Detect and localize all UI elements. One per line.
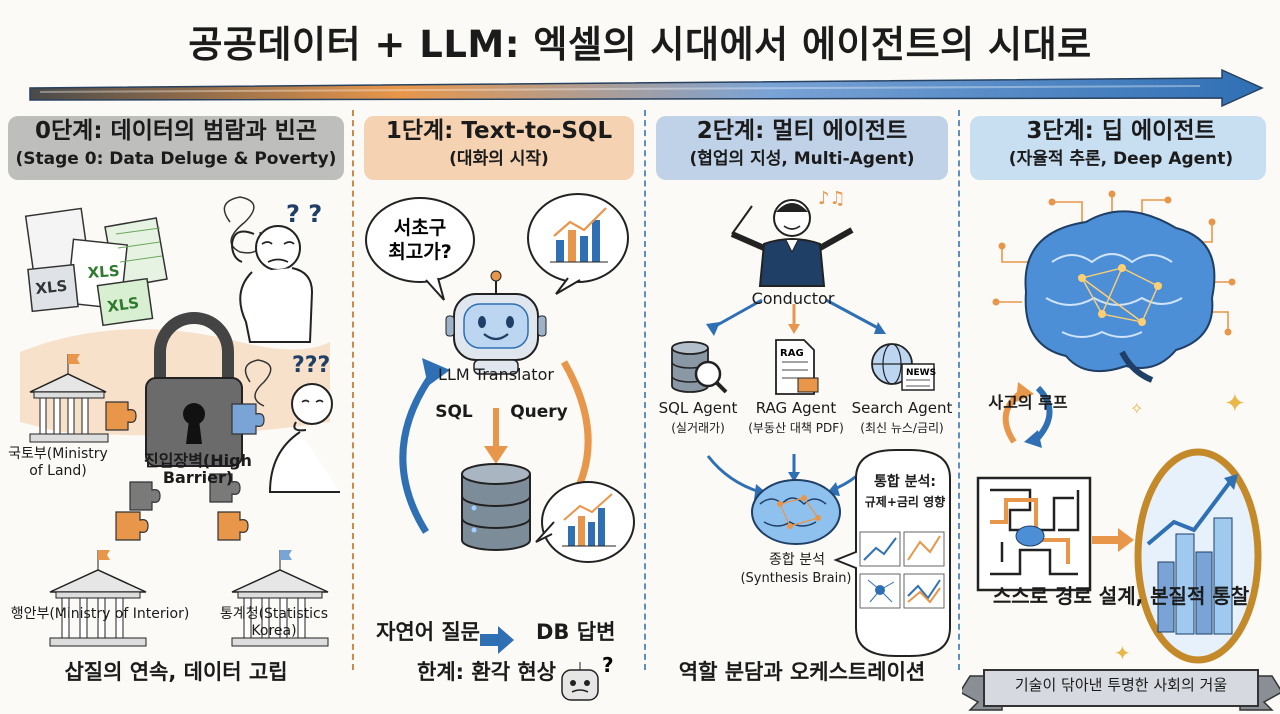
ministry-of-interior-label: 행안부(Ministry of Interior): [10, 606, 190, 622]
stage-divider-2: [644, 110, 646, 670]
analysis-subtitle: 규제+금리 영향: [864, 495, 946, 509]
caption-db-answer: DB 답변: [536, 620, 616, 644]
sql-label: SQL: [435, 402, 473, 422]
sparkle-icon: ✦: [1224, 389, 1246, 419]
right-arrow-icon: [480, 626, 514, 654]
search-agent-desc: (최신 뉴스/금리): [860, 421, 944, 435]
statistics-korea-label: 통계청(Statistics Korea): [219, 606, 329, 639]
synthesis-brain-label-1: 종합 분석: [769, 552, 825, 568]
rag-document-icon: [775, 339, 819, 395]
timeline-arrow: [29, 68, 1264, 108]
spreadsheet-icon: [24, 207, 168, 327]
stage-1-limit: 한계: 환각 현상: [417, 660, 556, 684]
music-note-icon: ♪♫: [818, 188, 846, 209]
query-label: Query: [510, 402, 568, 422]
thinking-person-icon: [268, 383, 340, 493]
rag-agent-name: RAG Agent: [755, 399, 837, 417]
stage-1-subtitle: (대화의 시작): [449, 149, 549, 169]
xls-file-label-3: XLS: [106, 294, 140, 316]
search-agent-name: Search Agent: [851, 399, 953, 417]
stage-2-title: 2단계: 멀티 에이전트: [696, 118, 908, 144]
analysis-title: 통합 분석:: [874, 474, 936, 490]
stage-3-panel: 3단계: 딥 에이전트 (자율적 추론, Deep Agent): [962, 108, 1280, 714]
stage-3-title: 3단계: 딥 에이전트: [1026, 118, 1216, 144]
sql-agent-database-icon: [671, 341, 728, 394]
stage-1-panel: 1단계: Text-to-SQL (대화의 시작) 서초구 최고가?: [356, 108, 642, 714]
ministry-of-interior-building-icon: [49, 550, 147, 647]
question-mark-icon: ? ?: [286, 200, 322, 228]
mirror-icon: [1134, 448, 1262, 664]
maze-icon: [976, 476, 1092, 592]
xls-file-label-1: XLS: [87, 262, 120, 282]
statistics-korea-building-icon: [231, 550, 329, 647]
small-robot-icon: [561, 662, 599, 701]
stage-0-subtitle: (Stage 0: Data Deluge & Poverty): [15, 149, 337, 169]
stage-2-panel: 2단계: 멀티 에이전트 (협업의 지성, Multi-Agent) ♪♫: [648, 108, 956, 714]
banner-text: 기술이 닦아낸 투명한 사회의 거울: [1014, 676, 1228, 694]
globe-news-icon: [871, 343, 935, 391]
stage-2-caption: 역할 분담과 오케스트레이션: [678, 660, 926, 684]
stage-1-title: 1단계: Text-to-SQL: [385, 118, 613, 144]
ministry-of-land-label-line1: 국토부(Ministry: [8, 446, 108, 462]
stage-2-header-bg: [656, 116, 948, 180]
stage-divider-3: [958, 110, 960, 670]
xls-file-label-2: XLS: [35, 277, 69, 298]
rag-agent-desc: (부동산 대책 PDF): [748, 421, 844, 435]
rag-document-label: RAG: [780, 348, 804, 359]
question-marks-icon: ???: [292, 353, 330, 378]
sparkle-icon-2: ✧: [1130, 399, 1143, 418]
confused-person-icon: [230, 225, 314, 343]
conductor-icon: [730, 199, 854, 287]
llm-translator-label: LLM Translator: [438, 365, 554, 384]
stage-2-illustration: ♪♫ RAG: [671, 188, 951, 657]
robot-icon: [445, 270, 547, 375]
ministry-of-land-label-line2: of Land): [29, 463, 87, 479]
caption-natural-question: 자연어 질문: [376, 620, 480, 644]
news-label: NEWS: [906, 368, 936, 378]
stage-3-caption: 스스로 경로 설계, 본질적 통찰: [992, 584, 1250, 608]
high-barrier-label: 진입장벽(High Barrier): [144, 451, 252, 487]
thought-loop-icon: [1002, 382, 1053, 448]
stage-0-illustration: XLS XLS XLS ? ?: [20, 196, 340, 647]
sql-agent-name: SQL Agent: [658, 399, 738, 417]
thought-loop-label: 사고의 루프: [988, 393, 1068, 412]
stage-1-header-bg: [364, 116, 634, 180]
deep-brain-icon: [1024, 210, 1216, 383]
sql-agent-desc: (실거래가): [671, 421, 725, 435]
stage-2-subtitle: (협업의 지성, Multi-Agent): [689, 149, 915, 169]
cycle-arrow-left: [399, 369, 437, 534]
stage-3-header-bg: [970, 116, 1266, 180]
conductor-label: Conductor: [751, 289, 835, 308]
stage-0-header-bg: [8, 116, 344, 180]
ribbon-banner: [962, 669, 1280, 711]
stage-0-caption: 삽질의 연속, 데이터 고립: [64, 660, 288, 684]
speech-bubble-line2: 최고가?: [388, 241, 451, 263]
database-icon: [461, 463, 531, 551]
ministry-of-land-label: 국토부(Ministry of Land): [4, 446, 112, 480]
bar-chart-bubble-icon: [527, 193, 629, 295]
stage-0-panel: 0단계: 데이터의 범람과 빈곤 (Stage 0: Data Deluge &…: [0, 108, 352, 714]
bar-chart-bubble-icon-2: [535, 481, 635, 563]
stage-3-illustration: ✦ ✧ ✦: [962, 190, 1280, 711]
analysis-bubble: [833, 449, 951, 657]
stage-0-title: 0단계: 데이터의 범람과 빈곤: [35, 118, 317, 144]
synthesis-brain-label-2: (Synthesis Brain): [740, 571, 852, 586]
page-title: 공공데이터 + LLM: 엑셀의 시대에서 에이전트의 시대로: [188, 23, 1092, 66]
stage-1-illustration: 서초구 최고가?: [365, 193, 635, 701]
stage-divider-1: [352, 110, 354, 670]
synthesis-brain-icon: [751, 479, 841, 545]
puzzle-piece-icon: [105, 401, 265, 541]
small-question-mark-icon: ?: [602, 653, 614, 677]
speech-bubble: [365, 197, 475, 301]
speech-bubble-line1: 서초구: [394, 217, 446, 239]
stage-3-subtitle: (자율적 추론, Deep Agent): [1008, 149, 1234, 169]
ministry-of-land-building-icon: [29, 354, 109, 443]
sparkle-icon-3: ✦: [1114, 641, 1131, 665]
lock-icon: [145, 312, 243, 467]
